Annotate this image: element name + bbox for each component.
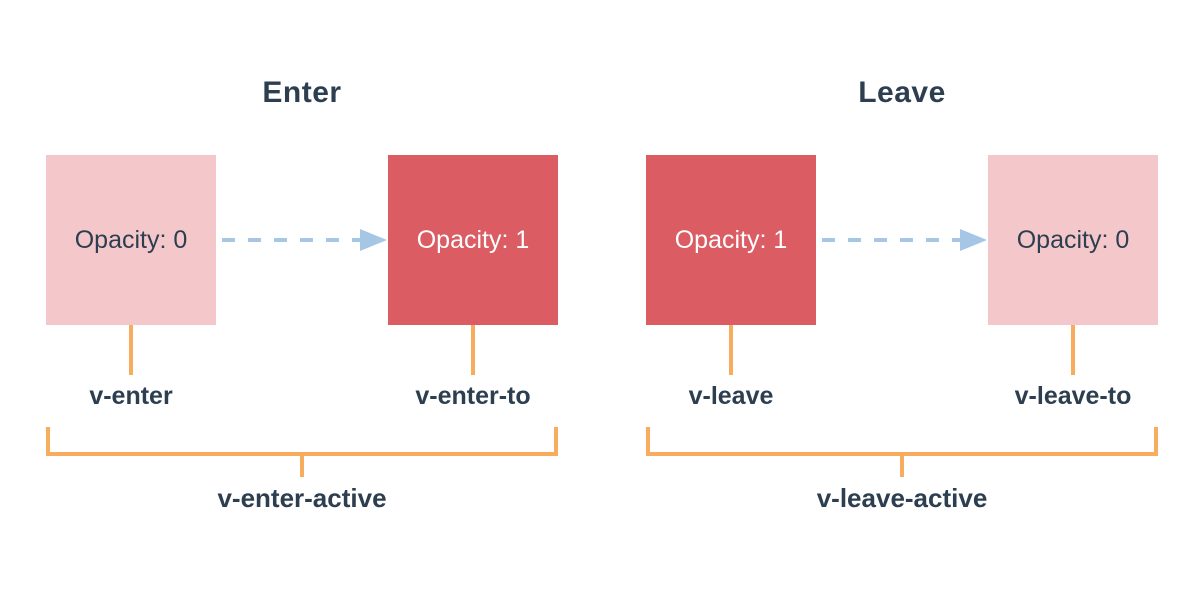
active-bracket xyxy=(46,427,558,456)
arrow-dash-line xyxy=(222,238,360,242)
start-class-label: v-enter xyxy=(89,382,173,410)
end-class-label: v-leave-to xyxy=(1014,382,1132,410)
opacity-end-label: Opacity: 1 xyxy=(416,225,530,254)
arrowhead-icon xyxy=(960,229,987,251)
end-connector-line xyxy=(1071,325,1075,375)
end-class-label: v-enter-to xyxy=(415,382,531,410)
bracket-stem xyxy=(300,456,304,477)
arrowhead-icon xyxy=(360,229,387,251)
section-title: Leave xyxy=(858,76,946,109)
opacity-start-label: Opacity: 0 xyxy=(74,225,188,254)
enter-section: Enter Opacity: 0 Opacity: 1 v-enter v-en… xyxy=(46,76,558,513)
opacity-start-label: Opacity: 1 xyxy=(674,225,788,254)
end-connector-line xyxy=(471,325,475,375)
active-class-label: v-leave-active xyxy=(816,483,988,513)
opacity-end-label: Opacity: 0 xyxy=(1016,225,1130,254)
opacity-end-box: Opacity: 1 xyxy=(388,155,558,325)
dashed-transition-arrow xyxy=(822,229,987,251)
active-class-label: v-enter-active xyxy=(217,483,387,513)
opacity-start-box: Opacity: 0 xyxy=(46,155,216,325)
start-connector-line xyxy=(129,325,133,375)
opacity-start-box: Opacity: 1 xyxy=(646,155,816,325)
section-title: Enter xyxy=(262,76,342,109)
leave-section: Leave Opacity: 1 Opacity: 0 v-leave v-le… xyxy=(600,0,1200,600)
active-bracket xyxy=(646,427,1158,456)
bracket-stem xyxy=(900,456,904,477)
start-connector-line xyxy=(729,325,733,375)
start-class-label: v-leave xyxy=(688,382,774,410)
arrow-dash-line xyxy=(822,238,960,242)
opacity-end-box: Opacity: 0 xyxy=(988,155,1158,325)
dashed-transition-arrow xyxy=(222,229,387,251)
